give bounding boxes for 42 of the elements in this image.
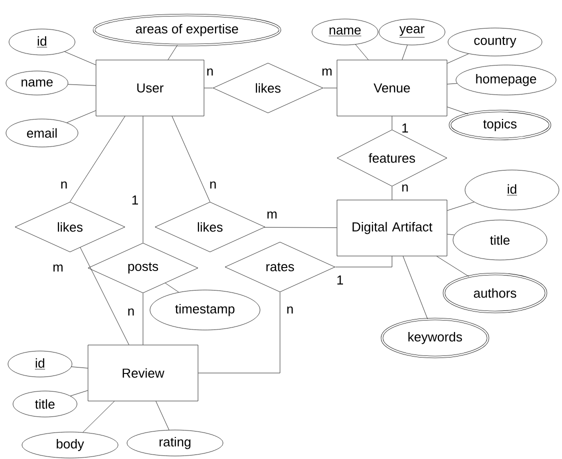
connector-line: [447, 106, 468, 114]
connector-line: [71, 366, 88, 368]
cardinality-label: n: [61, 182, 67, 188]
cardinality-label: m: [267, 212, 277, 218]
connector-line: [168, 44, 178, 60]
cardinality-label: n: [207, 68, 213, 76]
connector-line: [264, 227, 337, 228]
entity-box: Venue: [336, 60, 448, 116]
cardinality-label: 1: [402, 124, 408, 132]
connector-line: [447, 234, 455, 236]
entity-box: User: [96, 60, 204, 116]
connector-line: [447, 202, 474, 211]
connector-line: [447, 54, 469, 64]
connector-line: [172, 116, 210, 202]
cardinality-label: m: [53, 264, 63, 272]
connector-line: [402, 256, 428, 320]
connector-line: [447, 83, 458, 84]
connector-line: [142, 116, 144, 243]
connector-line: [64, 51, 96, 66]
connector-line: [68, 84, 96, 86]
connector-line: [82, 401, 115, 432]
cardinality-label: n: [128, 308, 134, 316]
cardinality-label: n: [402, 184, 408, 192]
cardinality-label: 1: [132, 196, 138, 204]
connector-line: [198, 292, 280, 374]
connector-line: [66, 110, 96, 123]
connector-line: [355, 44, 369, 60]
entity-box: Digital Artifact: [336, 200, 448, 256]
connector-line: [142, 293, 144, 345]
entity-box: Review: [88, 344, 198, 402]
cardinality-label: n: [210, 182, 216, 188]
connector-line: [165, 282, 179, 292]
connector-line: [80, 247, 130, 345]
connector-line: [402, 44, 408, 60]
connector-line: [335, 256, 392, 268]
connector-line: [70, 116, 126, 202]
connector-line: [70, 390, 88, 396]
cardinality-label: n: [287, 306, 293, 314]
connector-line: [436, 256, 470, 277]
cardinality-label: m: [322, 68, 332, 76]
connector-line: [156, 401, 170, 430]
cardinality-label: 1: [337, 276, 343, 284]
